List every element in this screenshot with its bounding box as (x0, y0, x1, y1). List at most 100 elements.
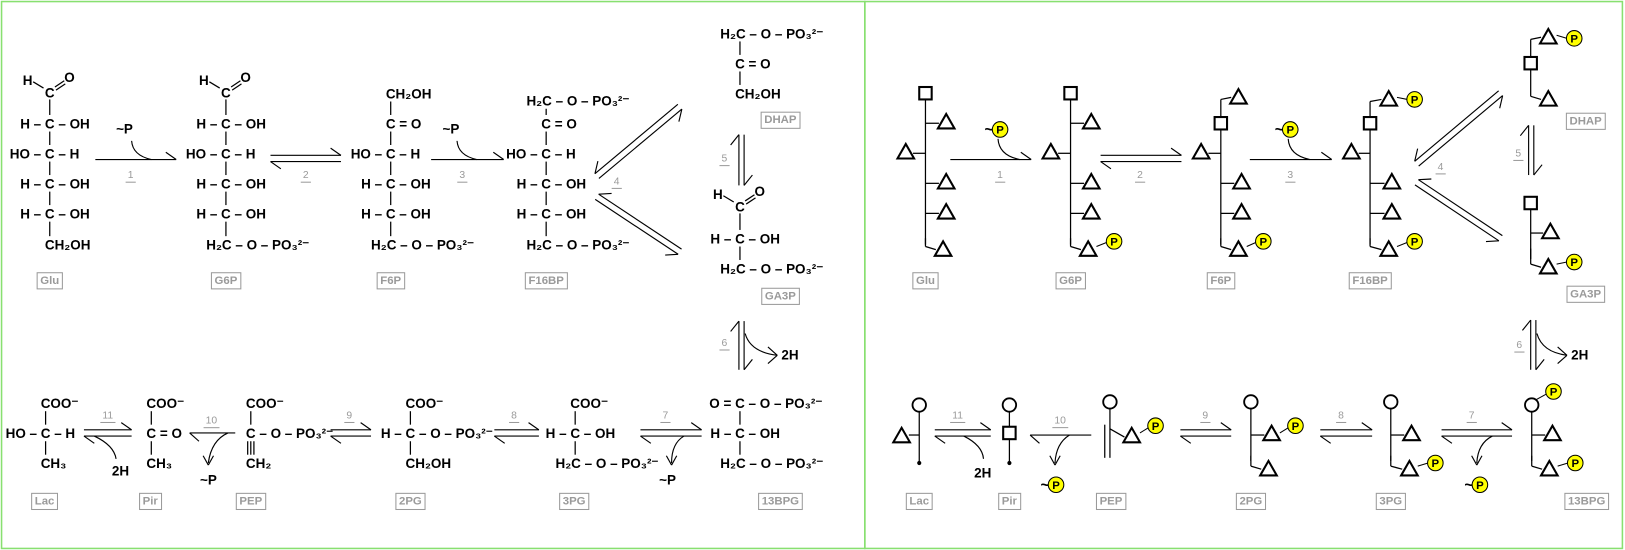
label-box (761, 287, 800, 305)
glu-schematic-label: Glu (916, 275, 935, 287)
schematic-dhap: P (1523, 26, 1583, 107)
nadh-cofactor: 2H (1571, 347, 1588, 362)
arrow-head (1557, 354, 1568, 364)
formula-row: HO – C – H (506, 146, 576, 161)
phosphate-bond (1396, 96, 1408, 100)
phosphate-symbol: P (1476, 480, 1484, 492)
atp-cofactor: ~P (443, 122, 460, 137)
arrow-shaft (594, 103, 679, 175)
equilibrium-arrow (640, 422, 702, 444)
arrow-head (1501, 422, 1513, 431)
phosphate-icon: P (1471, 476, 1489, 494)
arrow-head (1100, 161, 1112, 170)
phosphate-symbol: P (1570, 257, 1578, 269)
reaction-number: 1 (997, 170, 1003, 181)
reaction-number: 4 (1438, 162, 1444, 173)
arrow-head (494, 435, 506, 444)
pir-schematic-label: Pir (1002, 495, 1018, 507)
label-box (139, 492, 163, 511)
triangle-icon (1538, 256, 1559, 275)
circle-icon (911, 397, 927, 413)
phosphate-circle (1255, 233, 1272, 250)
arrow-shaft (1418, 179, 1503, 237)
phosphate-symbol: P (1432, 458, 1440, 470)
equilibrium-arrow (270, 147, 342, 170)
phosphate-icon: P (1287, 417, 1304, 434)
nadh-cofactor: 2H (974, 465, 991, 480)
formula-row: H₂C – O – PO₃²⁻ (720, 261, 823, 276)
arrow-head (1557, 346, 1568, 356)
branch-line (1220, 245, 1232, 251)
formula-row: H – C – OH (20, 116, 90, 131)
label-box (758, 492, 803, 511)
arrow-head (767, 346, 778, 356)
tilde: ~ (1040, 477, 1049, 494)
triangle-icon (1228, 239, 1249, 257)
circle-icon (1524, 397, 1540, 413)
pg3-schematic-label: 3PG (1379, 495, 1402, 507)
arrow-head (743, 174, 753, 186)
arrow-head (270, 161, 282, 170)
formula-row: COO⁻ (246, 396, 284, 411)
equilibrium-arrow (594, 103, 683, 179)
branch-line (1070, 245, 1082, 251)
curve-arrow (670, 435, 685, 463)
aldehyde-c: C (735, 199, 745, 214)
tilde: ~ (1275, 122, 1284, 139)
phosphate-circle (1287, 417, 1304, 434)
label-box (1206, 272, 1236, 290)
tilde: ~ (1464, 477, 1473, 494)
label-box (36, 272, 63, 290)
phosphate-icon: P (1047, 476, 1065, 494)
phosphate-bond (1096, 241, 1108, 247)
phosphate-symbol: P (1571, 458, 1579, 470)
arrow-shaft (1414, 184, 1500, 242)
arrow-head (594, 160, 599, 174)
arrow-head (1049, 455, 1056, 466)
arrow-head (330, 435, 342, 444)
bond-line (723, 195, 735, 203)
bond-line (230, 80, 241, 88)
branch-line (1369, 98, 1382, 103)
branch-line (1220, 96, 1232, 101)
formula-row: COO⁻ (406, 396, 444, 411)
arrow-head (730, 320, 740, 332)
label-box (235, 492, 267, 511)
arrow-head (360, 422, 372, 431)
branch-line (1530, 36, 1542, 40)
lac-schematic-label: Lac (909, 495, 929, 507)
arrow-head (678, 108, 683, 122)
curve-arrow (456, 140, 477, 161)
aldehyde-o: O (64, 70, 74, 85)
arrow-head (1170, 147, 1182, 156)
schematic-bpg13: PP (1524, 383, 1584, 477)
phosphate-symbol: P (1411, 95, 1419, 107)
triangle-icon (1542, 423, 1563, 442)
reaction-number: 8 (511, 410, 517, 421)
formula-row: COO⁻ (146, 396, 184, 411)
label-box (1566, 285, 1606, 303)
equilibrium-arrow (494, 422, 540, 444)
branch-line (1369, 245, 1382, 251)
triangle-icon (895, 141, 916, 160)
bond-line (231, 83, 242, 91)
triangle-icon (891, 425, 912, 444)
formula-row: H₂C – O – PO₃²⁻ (206, 238, 309, 253)
reaction-number: 5 (722, 154, 728, 165)
reaction-number: 4 (614, 176, 620, 187)
arrow-head (598, 192, 612, 195)
pg2-schematic-label: 2PG (1239, 495, 1262, 507)
phosphate-icon: P (991, 121, 1009, 138)
arrow-shaft (598, 193, 682, 250)
bond-line (209, 81, 221, 89)
reaction-arrow (189, 432, 236, 442)
arrow-head (1485, 240, 1499, 243)
aldehyde-h: H (199, 73, 209, 88)
reaction-arrow (95, 151, 177, 161)
phosphate-symbol: P (1570, 33, 1578, 45)
arrow-head (1418, 178, 1432, 181)
